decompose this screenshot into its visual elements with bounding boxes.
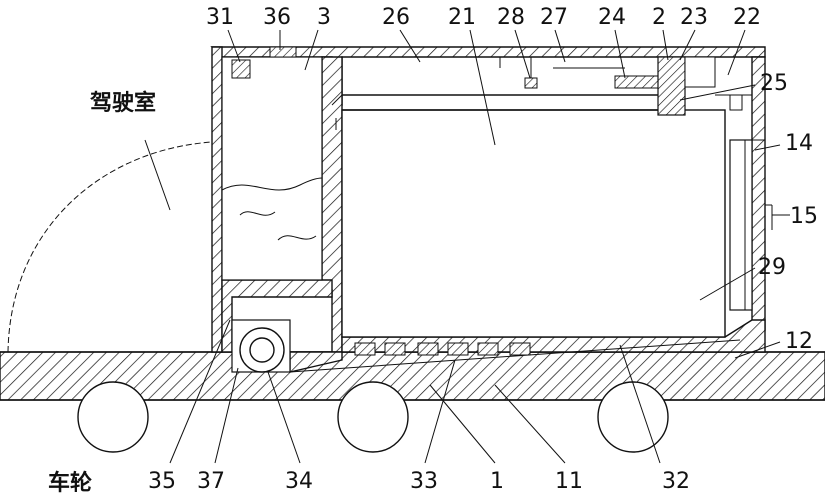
fan-unit	[231, 319, 291, 373]
cab-outline	[7, 141, 213, 353]
wheel-left	[77, 381, 149, 453]
label-34: 34	[285, 469, 313, 494]
label-27: 27	[540, 5, 568, 30]
label-15: 15	[790, 204, 818, 229]
wheel-middle	[337, 381, 409, 453]
side-door	[729, 139, 773, 311]
label-3: 3	[317, 5, 331, 30]
water-tank	[221, 46, 323, 281]
main-chamber	[331, 94, 726, 338]
label-37: 37	[197, 469, 225, 494]
label-24: 24	[598, 5, 626, 30]
floor-grille	[289, 339, 741, 373]
label-cab: 驾驶室	[90, 90, 156, 116]
label-wheel: 车轮	[48, 470, 92, 496]
label-22: 22	[733, 5, 761, 30]
label-36: 36	[263, 5, 291, 30]
label-11: 11	[555, 469, 583, 494]
label-33: 33	[410, 469, 438, 494]
top-compartment	[499, 56, 752, 116]
label-1: 1	[490, 469, 504, 494]
label-28: 28	[497, 5, 525, 30]
label-23: 23	[680, 5, 708, 30]
label-21: 21	[448, 5, 476, 30]
wheel-right	[597, 381, 669, 453]
label-35: 35	[148, 469, 176, 494]
label-26: 26	[382, 5, 410, 30]
label-25: 25	[760, 71, 788, 96]
label-14: 14	[785, 131, 813, 156]
leader-lines	[144, 29, 790, 464]
label-29: 29	[758, 255, 786, 280]
label-2: 2	[652, 5, 666, 30]
label-31: 31	[206, 5, 234, 30]
label-32: 32	[662, 469, 690, 494]
label-12: 12	[785, 329, 813, 354]
